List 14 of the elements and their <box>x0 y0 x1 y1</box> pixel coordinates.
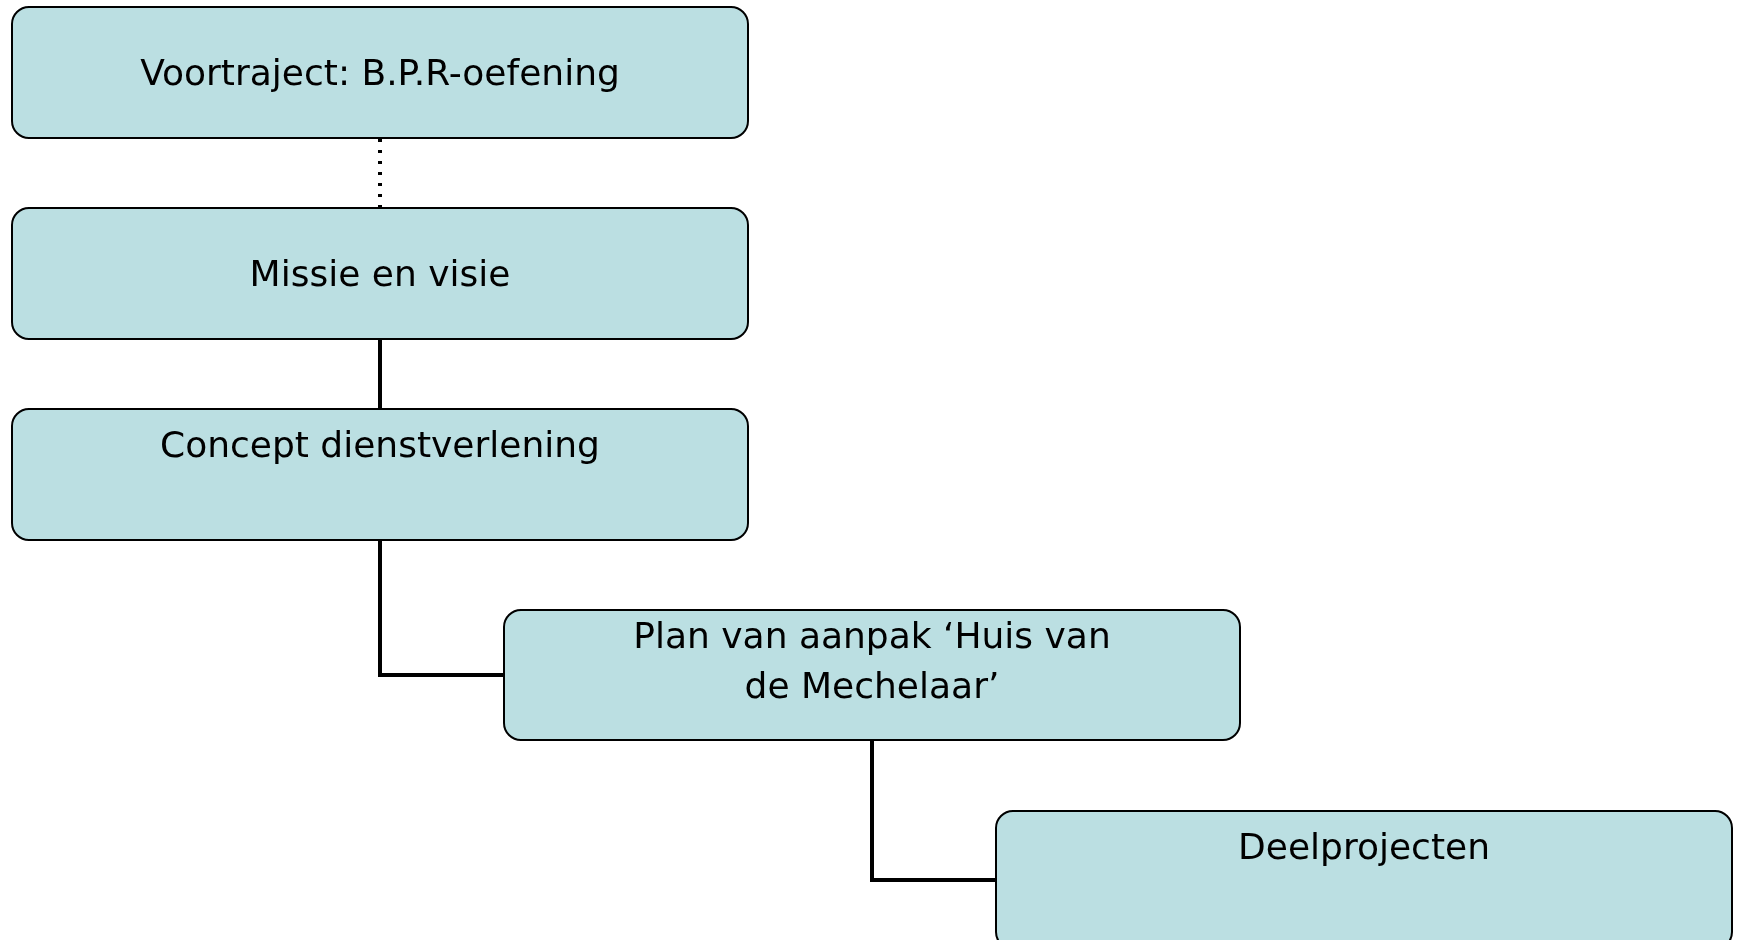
box-label: Plan van aanpak ‘Huis van de Mechelaar’ <box>632 614 1112 708</box>
connector-line <box>870 741 995 882</box>
process-box <box>11 207 749 340</box>
connector-line <box>378 541 503 677</box>
box-label: Missie en visie <box>249 251 511 296</box>
box-label: Voortraject: B.P.R-oefening <box>140 50 620 95</box>
dotted-connector <box>378 139 382 207</box>
process-box <box>11 408 749 541</box>
box-label: Concept dienstverlening <box>160 423 600 467</box>
process-box <box>11 6 749 139</box>
process-box <box>503 609 1241 741</box>
box-label: Deelprojecten <box>1238 825 1490 869</box>
connector-line <box>378 340 382 408</box>
process-box <box>995 810 1733 940</box>
